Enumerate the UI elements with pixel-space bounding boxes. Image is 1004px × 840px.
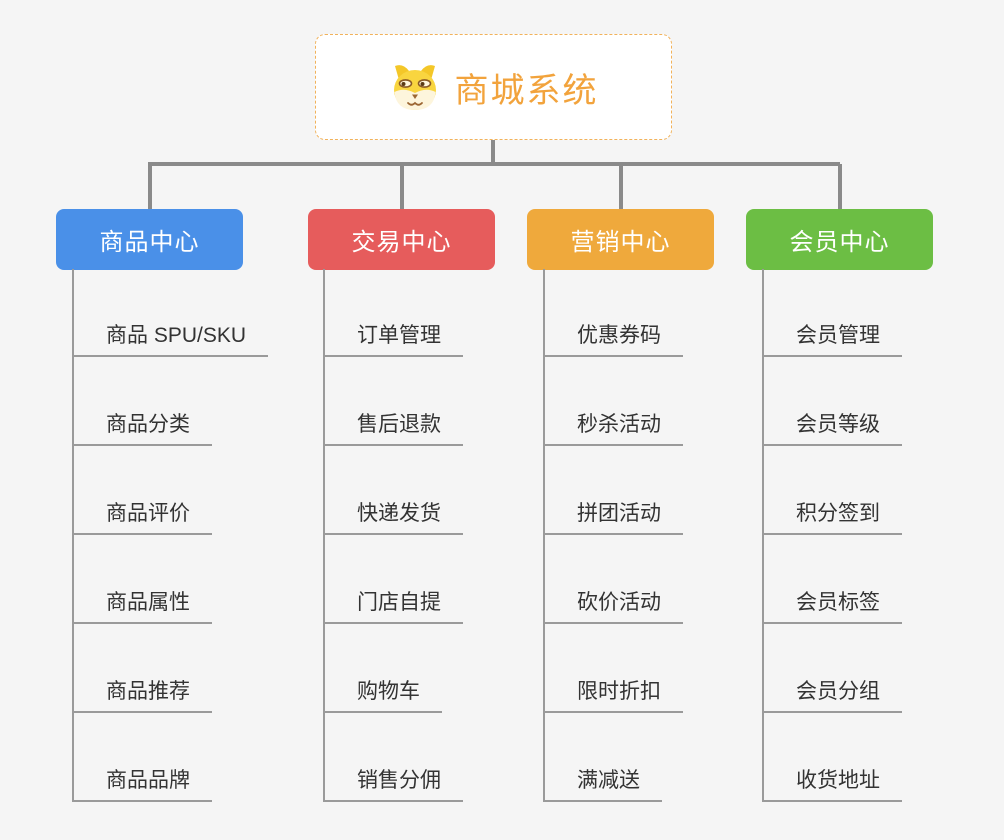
leaf-node[interactable]: 会员标签 bbox=[762, 576, 902, 624]
leaf-node[interactable]: 商品品牌 bbox=[72, 754, 212, 802]
connector-bus bbox=[148, 162, 840, 166]
root-title: 商城系统 bbox=[454, 71, 599, 110]
leaf-node[interactable]: 门店自提 bbox=[323, 576, 463, 624]
connector-drop bbox=[148, 164, 152, 209]
branch-node-member[interactable]: 会员中心 bbox=[746, 209, 933, 270]
leaf-node[interactable]: 会员管理 bbox=[762, 309, 902, 357]
connector-drop bbox=[619, 164, 623, 209]
root-node[interactable]: 商城系统 bbox=[315, 34, 672, 140]
leaf-node[interactable]: 商品评价 bbox=[72, 487, 212, 535]
shiba-dog-icon bbox=[389, 63, 441, 111]
leaf-node[interactable]: 订单管理 bbox=[323, 309, 463, 357]
leaf-node[interactable]: 商品属性 bbox=[72, 576, 212, 624]
branch-spine bbox=[72, 269, 74, 802]
leaf-node[interactable]: 积分签到 bbox=[762, 487, 902, 535]
leaf-node[interactable]: 优惠券码 bbox=[543, 309, 683, 357]
leaf-node[interactable]: 购物车 bbox=[323, 665, 442, 713]
leaf-node[interactable]: 拼团活动 bbox=[543, 487, 683, 535]
leaf-node[interactable]: 售后退款 bbox=[323, 398, 463, 446]
branch-node-trade[interactable]: 交易中心 bbox=[308, 209, 495, 270]
branch-node-product[interactable]: 商品中心 bbox=[56, 209, 243, 270]
leaf-node[interactable]: 秒杀活动 bbox=[543, 398, 683, 446]
leaf-node[interactable]: 商品推荐 bbox=[72, 665, 212, 713]
leaf-node[interactable]: 限时折扣 bbox=[543, 665, 683, 713]
leaf-node[interactable]: 砍价活动 bbox=[543, 576, 683, 624]
connector-root-stub bbox=[491, 140, 495, 164]
branch-node-marketing[interactable]: 营销中心 bbox=[527, 209, 714, 270]
leaf-node[interactable]: 会员分组 bbox=[762, 665, 902, 713]
branch-spine bbox=[762, 269, 764, 802]
connector-drop bbox=[400, 164, 404, 209]
leaf-node[interactable]: 会员等级 bbox=[762, 398, 902, 446]
leaf-node[interactable]: 快递发货 bbox=[323, 487, 463, 535]
leaf-node[interactable]: 满减送 bbox=[543, 754, 662, 802]
leaf-node[interactable]: 销售分佣 bbox=[323, 754, 463, 802]
branch-spine bbox=[323, 269, 325, 802]
connector-drop bbox=[838, 164, 842, 209]
leaf-node[interactable]: 商品分类 bbox=[72, 398, 212, 446]
leaf-node[interactable]: 收货地址 bbox=[762, 754, 902, 802]
branch-spine bbox=[543, 269, 545, 802]
leaf-node[interactable]: 商品 SPU/SKU bbox=[72, 309, 269, 357]
